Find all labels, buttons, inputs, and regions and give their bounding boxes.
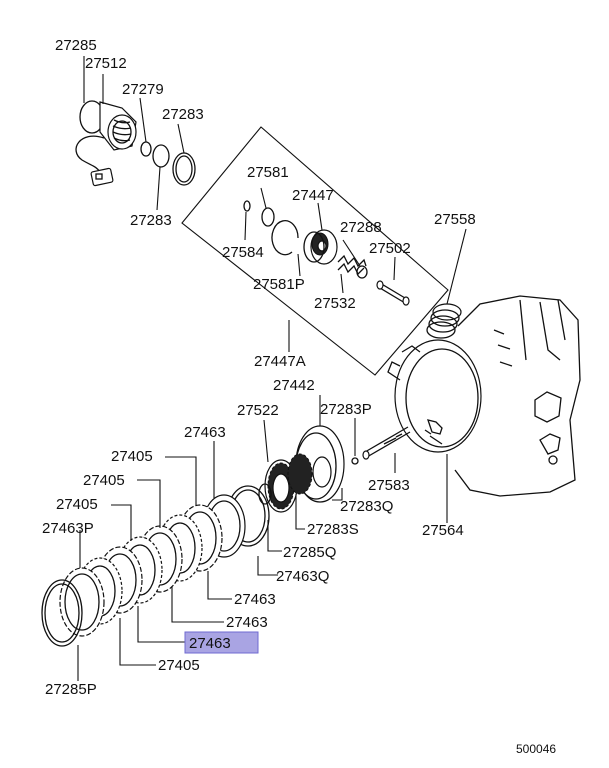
part-labels: 27285 27512 27279 27283 27283 27581 2744… bbox=[42, 37, 476, 698]
o-ring-27279[interactable] bbox=[140, 141, 152, 157]
o-ring-27283P[interactable] bbox=[351, 457, 359, 465]
label-27405-d[interactable]: 27405 bbox=[158, 657, 200, 674]
housing-ring-27564[interactable] bbox=[387, 339, 482, 453]
clutch-hub-group bbox=[41, 425, 359, 647]
ring-27581[interactable] bbox=[261, 207, 275, 227]
snap-ring-27285P[interactable] bbox=[41, 579, 83, 647]
transmission-case bbox=[362, 295, 581, 497]
rod-27583[interactable] bbox=[362, 426, 411, 460]
solenoid-group bbox=[75, 100, 196, 187]
diagram-code: 500046 bbox=[516, 742, 556, 756]
spring-27532[interactable] bbox=[337, 254, 367, 276]
solenoid-27512[interactable] bbox=[75, 101, 137, 187]
label-27584[interactable]: 27584 bbox=[222, 244, 264, 261]
label-27447[interactable]: 27447 bbox=[292, 187, 334, 204]
o-ring-27283-inner[interactable] bbox=[152, 144, 170, 168]
label-27463-highlighted[interactable]: 27463 bbox=[189, 635, 231, 652]
pin-27502[interactable] bbox=[376, 280, 410, 306]
label-27283-top[interactable]: 27283 bbox=[162, 106, 204, 123]
leader-lines bbox=[77, 56, 467, 681]
label-27288[interactable]: 27288 bbox=[340, 219, 382, 236]
label-27285[interactable]: 27285 bbox=[55, 37, 97, 54]
piston-27447[interactable] bbox=[303, 229, 338, 265]
label-27502[interactable]: 27502 bbox=[369, 240, 411, 257]
label-27581P[interactable]: 27581P bbox=[253, 276, 305, 293]
label-27512[interactable]: 27512 bbox=[85, 55, 127, 72]
label-27283-left[interactable]: 27283 bbox=[130, 212, 172, 229]
label-27279[interactable]: 27279 bbox=[122, 81, 164, 98]
label-27522[interactable]: 27522 bbox=[237, 402, 279, 419]
accumulator-kit-27447A bbox=[181, 126, 449, 376]
label-27463-a[interactable]: 27463 bbox=[184, 424, 226, 441]
ring-27584[interactable] bbox=[243, 200, 251, 212]
highlight-box bbox=[184, 631, 259, 654]
label-27463-c[interactable]: 27463 bbox=[226, 614, 268, 631]
clutch-disc-stack[interactable] bbox=[59, 504, 223, 637]
label-27532[interactable]: 27532 bbox=[314, 295, 356, 312]
spring-27558[interactable] bbox=[426, 303, 462, 339]
label-27405-b[interactable]: 27405 bbox=[83, 472, 125, 489]
snap-ring-27581P[interactable] bbox=[271, 220, 299, 256]
label-27283P[interactable]: 27283P bbox=[320, 401, 372, 418]
label-27442[interactable]: 27442 bbox=[273, 377, 315, 394]
label-27285P[interactable]: 27285P bbox=[45, 681, 97, 698]
label-27447A[interactable]: 27447A bbox=[254, 353, 306, 370]
seal-27283S[interactable] bbox=[258, 483, 272, 505]
label-27581[interactable]: 27581 bbox=[247, 164, 289, 181]
label-27463P[interactable]: 27463P bbox=[42, 520, 94, 537]
label-27283S[interactable]: 27283S bbox=[307, 521, 359, 538]
label-27583[interactable]: 27583 bbox=[368, 477, 410, 494]
label-27285Q[interactable]: 27285Q bbox=[283, 544, 336, 561]
label-27405-a[interactable]: 27405 bbox=[111, 448, 153, 465]
pressure-plate-27463P[interactable] bbox=[59, 567, 105, 637]
seal-27283Q[interactable] bbox=[287, 453, 313, 495]
washer-27288[interactable] bbox=[356, 265, 368, 279]
kit-box-outline bbox=[181, 126, 449, 376]
label-27463Q[interactable]: 27463Q bbox=[276, 568, 329, 585]
label-27283Q[interactable]: 27283Q bbox=[340, 498, 393, 515]
label-27558[interactable]: 27558 bbox=[434, 211, 476, 228]
label-27463-b[interactable]: 27463 bbox=[234, 591, 276, 608]
label-27405-c[interactable]: 27405 bbox=[56, 496, 98, 513]
label-27564[interactable]: 27564 bbox=[422, 522, 464, 539]
